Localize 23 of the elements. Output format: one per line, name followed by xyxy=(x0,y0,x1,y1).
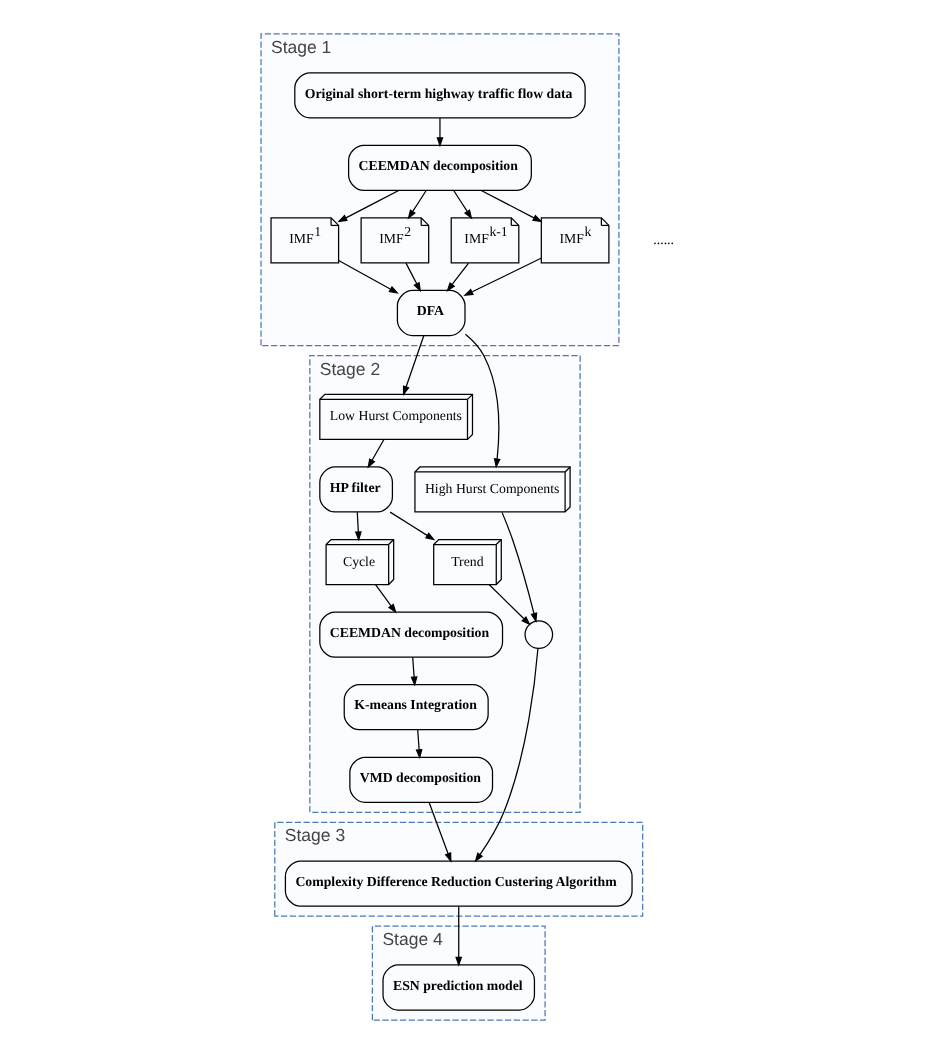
arrow xyxy=(336,188,399,222)
arrow xyxy=(404,261,421,292)
arrow xyxy=(452,188,472,219)
arrow xyxy=(462,256,541,296)
arrow xyxy=(406,188,426,219)
arrow xyxy=(373,583,396,613)
arrow xyxy=(473,647,538,862)
arrow xyxy=(409,655,417,686)
arrow xyxy=(487,583,530,625)
arrow xyxy=(445,261,469,291)
arrow xyxy=(454,904,462,966)
arrow xyxy=(388,510,435,540)
node-circle xyxy=(523,619,553,648)
arrow xyxy=(353,510,361,541)
arrow xyxy=(435,116,443,147)
arrow xyxy=(337,258,398,293)
arrow xyxy=(463,332,500,468)
arrow xyxy=(401,334,424,395)
arrow xyxy=(366,437,384,468)
arrow xyxy=(479,188,542,222)
arrow xyxy=(414,728,422,759)
arrow xyxy=(427,800,451,862)
arrow xyxy=(500,510,537,622)
